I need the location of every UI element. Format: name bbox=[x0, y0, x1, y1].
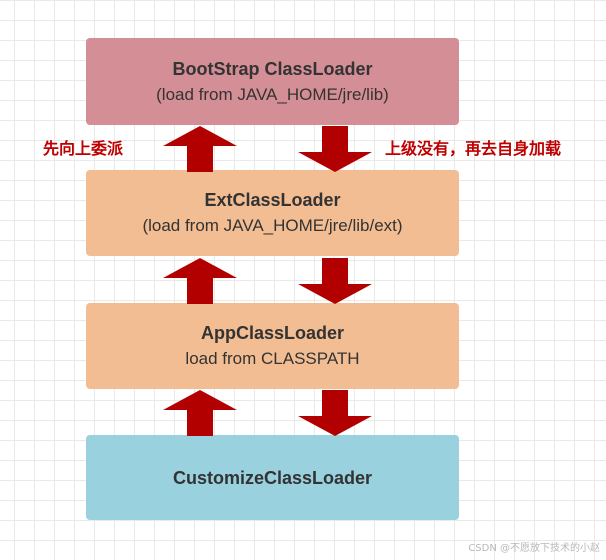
delegate-up-label: 先向上委派 bbox=[43, 139, 124, 158]
down-arrow-icon bbox=[298, 258, 372, 304]
ext-classloader-subtitle: (load from JAVA_HOME/jre/lib/ext) bbox=[142, 216, 403, 235]
bootstrap-classloader-box: BootStrap ClassLoader (load from JAVA_HO… bbox=[86, 38, 459, 125]
app-classloader-title: AppClassLoader bbox=[200, 323, 345, 343]
bootstrap-classloader-subtitle: (load from JAVA_HOME/jre/lib) bbox=[156, 84, 389, 104]
down-arrow-icon bbox=[298, 126, 372, 172]
app-classloader-subtitle: load from CLASSPATH bbox=[185, 349, 360, 368]
customize-classloader-title: CustomizeClassLoader bbox=[172, 467, 373, 488]
up-arrow-icon bbox=[163, 126, 237, 172]
watermark: CSDN @不愿放下技术的小赵 bbox=[468, 543, 600, 554]
ext-classloader-box: ExtClassLoader (load from JAVA_HOME/jre/… bbox=[86, 170, 459, 256]
down-arrow-icon bbox=[298, 390, 372, 436]
bootstrap-classloader-title: BootStrap ClassLoader bbox=[172, 58, 373, 79]
up-arrow-icon bbox=[163, 258, 237, 304]
ext-classloader-title: ExtClassLoader bbox=[204, 190, 341, 210]
up-arrow-icon bbox=[163, 390, 237, 436]
load-self-label: 上级没有，再去自身加载 bbox=[385, 139, 562, 158]
customize-classloader-box: CustomizeClassLoader bbox=[86, 435, 459, 520]
app-classloader-box: AppClassLoader load from CLASSPATH bbox=[86, 303, 459, 389]
